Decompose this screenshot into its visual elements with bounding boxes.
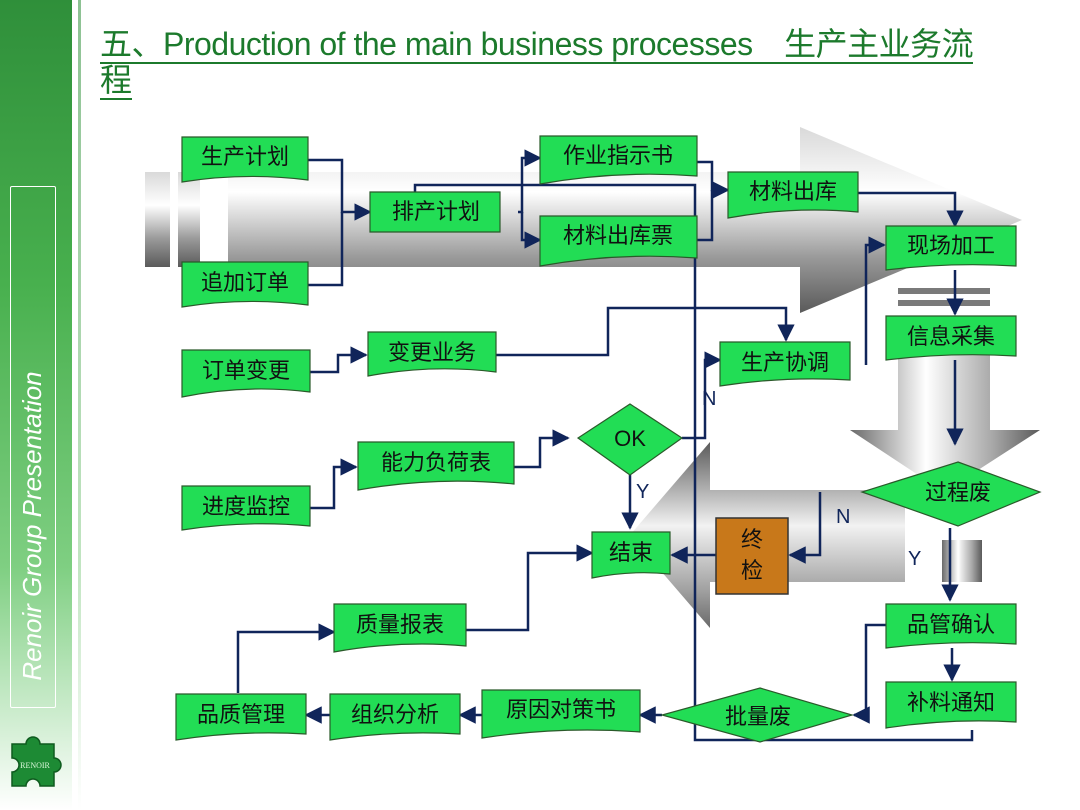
svg-text:RENOIR: RENOIR	[20, 761, 50, 770]
node-end-label: 结束	[609, 541, 653, 566]
node-work-instruction: 作业指示书	[539, 135, 698, 185]
node-order-change: 订单变更	[181, 349, 311, 398]
node-cause-countermeasure: 原因对策书	[481, 689, 641, 739]
node-cause-countermeasure-label: 原因对策书	[506, 698, 616, 723]
decision-process-scrap: 过程废	[860, 461, 1042, 527]
node-progress-monitor-label: 进度监控	[202, 495, 290, 520]
puzzle-logo-icon: RENOIR	[11, 736, 62, 787]
node-production-coordination-label: 生产协调	[741, 351, 829, 376]
node-final-check-label-1: 终	[741, 528, 763, 553]
node-material-issue-ticket: 材料出库票	[539, 215, 698, 267]
node-progress-monitor: 进度监控	[181, 485, 311, 531]
decision-process-scrap-label: 过程废	[925, 481, 991, 506]
sidebar-divider	[78, 0, 81, 810]
node-material-issue: 材料出库	[727, 171, 859, 219]
node-production-plan-label: 生产计划	[201, 145, 289, 170]
node-work-instruction-label: 作业指示书	[563, 144, 673, 169]
decision-ok-label: OK	[614, 426, 646, 451]
node-schedule-plan-label: 排产计划	[392, 200, 480, 225]
node-end: 结束	[591, 531, 671, 579]
sidebar: Renoir Group Presentation	[0, 0, 72, 810]
node-quality-report: 质量报表	[333, 603, 467, 653]
node-supplement-notice: 补料通知	[885, 681, 1017, 729]
decision-batch-scrap: 批量废	[659, 687, 855, 743]
node-organize-analysis-label: 组织分析	[351, 703, 439, 728]
branch-label-y-ok: Y	[636, 481, 649, 503]
branch-label-y-scrap: Y	[908, 548, 921, 570]
node-quality-report-label: 质量报表	[356, 613, 444, 638]
node-change-business: 变更业务	[367, 331, 497, 377]
node-final-check: 终 检	[715, 517, 789, 595]
node-info-collection-label: 信息采集	[907, 325, 995, 350]
node-order-change-label: 订单变更	[202, 359, 290, 384]
node-additional-order: 追加订单	[181, 261, 309, 308]
branch-label-n-ok: N	[702, 388, 716, 410]
connectors	[236, 149, 974, 742]
branch-label-n-scrap: N	[836, 506, 850, 528]
decision-ok: OK	[576, 403, 684, 476]
node-material-issue-label: 材料出库	[749, 180, 837, 205]
node-qc-confirm: 品管确认	[885, 603, 1017, 649]
node-additional-order-label: 追加订单	[201, 271, 289, 296]
node-capacity-table: 能力负荷表	[357, 441, 515, 491]
page-title: 五、Production of the main business proces…	[100, 26, 974, 100]
node-onsite-processing-label: 现场加工	[907, 234, 995, 259]
node-material-issue-ticket-label: 材料出库票	[563, 224, 673, 249]
node-production-plan: 生产计划	[181, 136, 309, 183]
node-final-check-label-2: 检	[741, 559, 763, 584]
node-capacity-table-label: 能力负荷表	[381, 451, 491, 476]
node-schedule-plan: 排产计划	[369, 191, 501, 233]
node-quality-management-label: 品质管理	[197, 703, 285, 728]
node-production-coordination: 生产协调	[719, 341, 851, 387]
node-supplement-notice-label: 补料通知	[907, 691, 995, 716]
decision-batch-scrap-label: 批量废	[725, 705, 791, 730]
node-onsite-processing: 现场加工	[885, 225, 1017, 271]
node-quality-management: 品质管理	[175, 693, 307, 741]
sidebar-frame	[10, 186, 56, 708]
node-change-business-label: 变更业务	[388, 341, 476, 366]
node-organize-analysis: 组织分析	[329, 693, 461, 741]
node-info-collection: 信息采集	[885, 315, 1017, 361]
node-qc-confirm-label: 品管确认	[907, 613, 995, 638]
